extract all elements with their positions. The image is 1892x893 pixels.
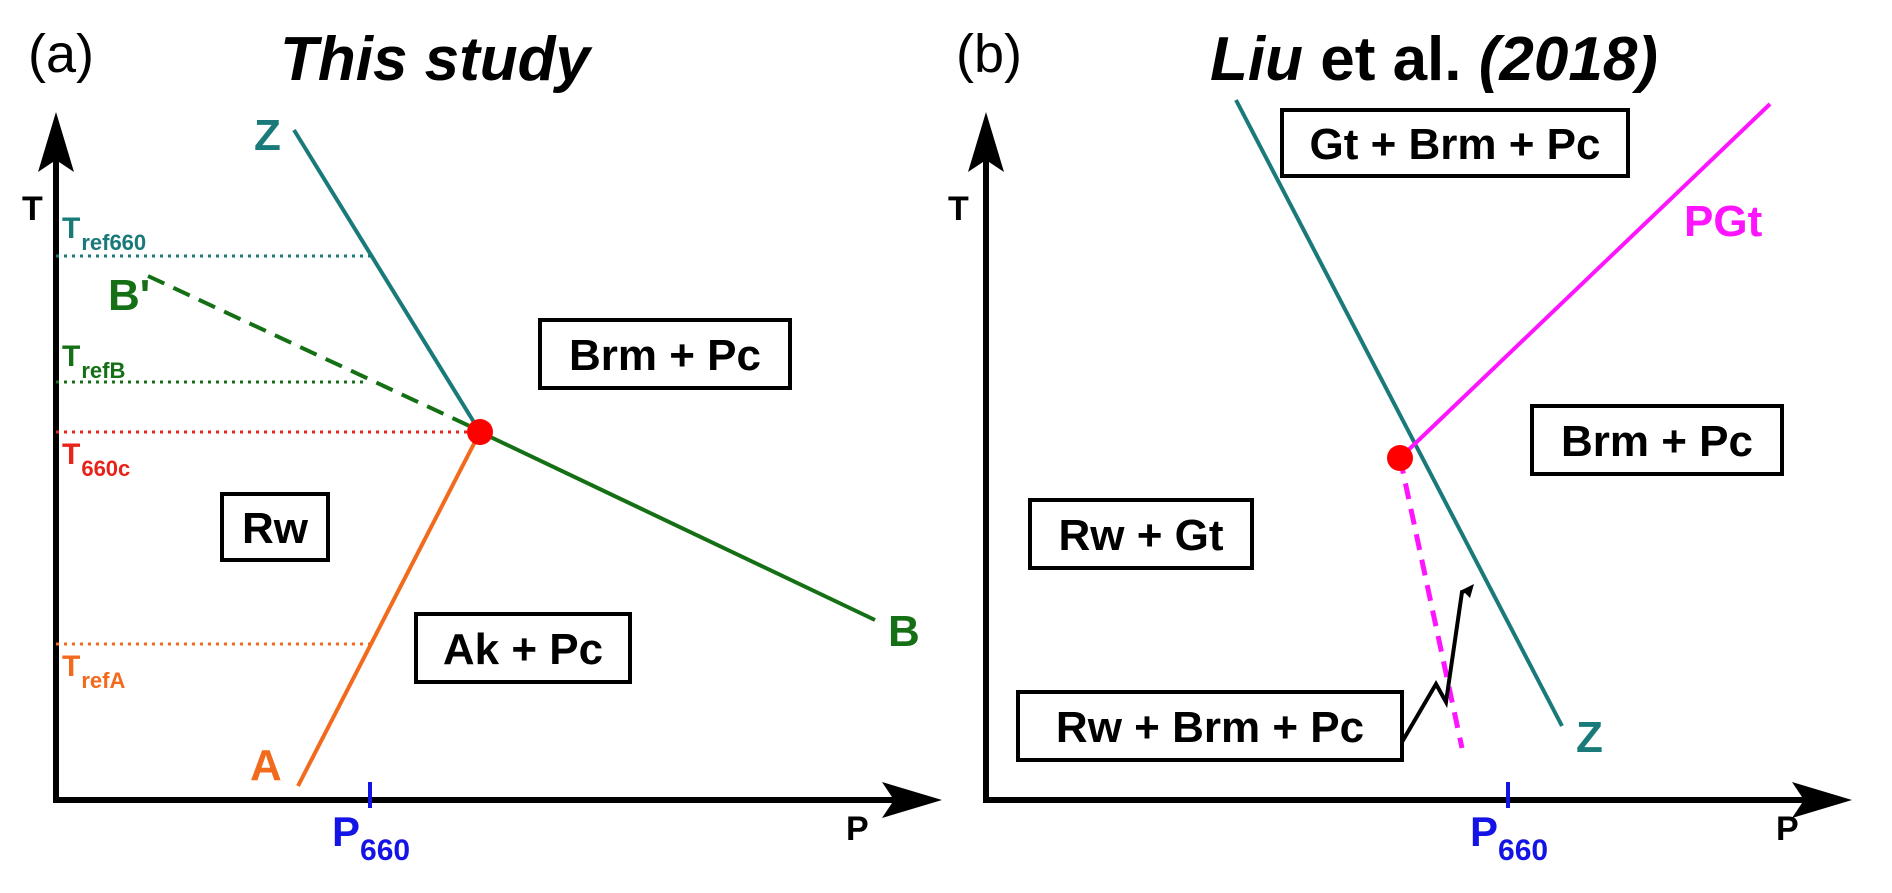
b-boundary-line <box>479 430 876 622</box>
panel-b: (b) Liu et al. (2018) T P Z PGt P660 <box>948 24 1852 867</box>
panel-b-axis-t-label: T <box>948 190 969 228</box>
svg-text:Ak + Pc: Ak + Pc <box>443 625 603 674</box>
field-gt-brm-pc: Gt + Brm + Pc <box>1280 108 1630 178</box>
field-rw-gt: Rw + Gt <box>1028 498 1254 570</box>
svg-text:Brm + Pc: Brm + Pc <box>1561 417 1753 466</box>
z-label: Z <box>254 111 281 160</box>
panel-a-triple-point <box>467 419 493 445</box>
pgt-metastable-line <box>1397 457 1465 749</box>
t660c-label: T660c <box>62 438 130 481</box>
svg-text:Rw: Rw <box>242 504 309 553</box>
svg-text:Rw + Gt: Rw + Gt <box>1058 511 1223 560</box>
panel-a-axis-p-label: P <box>846 810 869 848</box>
tref660-label: Tref660 <box>62 212 146 255</box>
a-label: A <box>250 741 282 790</box>
panel-b-label: (b) <box>956 24 1022 84</box>
panel-a-label: (a) <box>28 24 94 84</box>
rw-brm-pc-leader-tip <box>1462 584 1474 598</box>
field-brm-pc-b: Brm + Pc <box>1530 404 1784 476</box>
z-boundary-line <box>292 128 482 434</box>
panel-b-triple-point <box>1387 445 1413 471</box>
panel-a-x-arrowhead <box>882 782 942 818</box>
panel-b-p660-label: P660 <box>1470 808 1548 867</box>
panel-b-z-label: Z <box>1576 713 1603 762</box>
trefb-label: TrefB <box>62 340 125 383</box>
panel-b-x-arrowhead <box>1792 782 1852 818</box>
svg-text:Brm + Pc: Brm + Pc <box>569 331 761 380</box>
panel-a-axis-t-label: T <box>22 190 43 228</box>
field-brm-pc-a: Brm + Pc <box>538 318 792 390</box>
panel-a: (a) This study T P Z B' B A Tref660 Tref… <box>22 24 942 867</box>
panel-b-axis-p-label: P <box>1776 810 1799 848</box>
a-boundary-line <box>296 431 482 787</box>
pgt-line <box>1398 102 1772 460</box>
field-rw-brm-pc: Rw + Brm + Pc <box>1016 690 1404 762</box>
trefa-label: TrefA <box>62 650 125 693</box>
field-rw: Rw <box>220 492 330 562</box>
panel-b-title: Liu et al. (2018) <box>1210 25 1658 94</box>
svg-text:Rw + Brm + Pc: Rw + Brm + Pc <box>1056 703 1364 752</box>
pgt-label: PGt <box>1684 197 1763 246</box>
panel-a-title: This study <box>280 25 594 94</box>
b-prime-label: B' <box>108 271 150 320</box>
panel-b-y-arrowhead <box>968 112 1004 172</box>
b-prime-metastable-line <box>147 274 479 432</box>
panel-a-p660-label: P660 <box>332 808 410 867</box>
panel-a-y-arrowhead <box>38 112 74 172</box>
panel-b-z-line <box>1234 99 1564 727</box>
b-label: B <box>888 607 920 656</box>
field-ak-pc: Ak + Pc <box>414 612 632 684</box>
svg-text:Gt + Brm + Pc: Gt + Brm + Pc <box>1309 120 1600 169</box>
